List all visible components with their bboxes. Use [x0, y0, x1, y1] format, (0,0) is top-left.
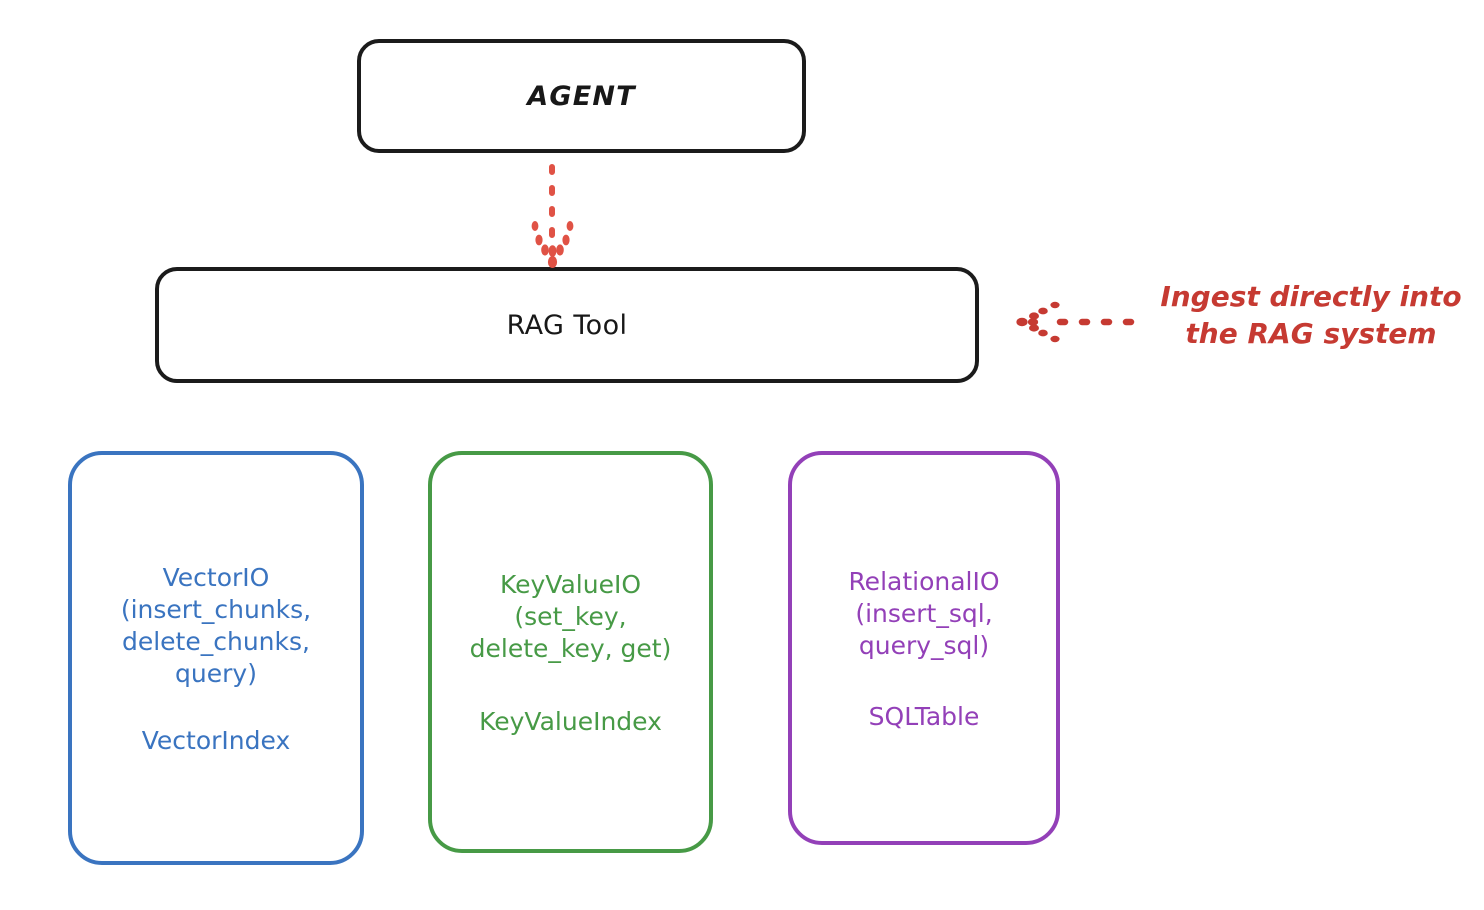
edge-agent-to-rag-tool-icon [531, 164, 574, 268]
node-key-value-io[interactable]: KeyValueIO (set_key, delete_key, get) Ke… [428, 451, 713, 853]
node-key-value-io-api: KeyValueIO (set_key, delete_key, get) [469, 569, 672, 663]
node-key-value-io-index: KeyValueIndex [479, 706, 662, 736]
edge-ingest-to-rag-tool-icon [1016, 301, 1138, 343]
node-relational-io[interactable]: RelationalIO (insert_sql, query_sql) SQL… [788, 451, 1060, 845]
node-rag-tool[interactable]: RAG Tool [155, 267, 979, 383]
node-vector-io-index: VectorIndex [141, 725, 291, 755]
node-rag-tool-label: RAG Tool [506, 309, 628, 341]
annotation-ingest-directly: Ingest directly into the RAG system [1160, 280, 1462, 351]
node-vector-io[interactable]: VectorIO (insert_chunks, delete_chunks, … [68, 451, 364, 865]
node-vector-io-api: VectorIO (insert_chunks, delete_chunks, … [120, 562, 312, 688]
node-relational-io-index: SQLTable [868, 701, 980, 731]
node-agent-label: AGENT [527, 80, 636, 112]
node-relational-io-api: RelationalIO (insert_sql, query_sql) [848, 566, 1000, 660]
node-agent[interactable]: AGENT [357, 39, 806, 153]
